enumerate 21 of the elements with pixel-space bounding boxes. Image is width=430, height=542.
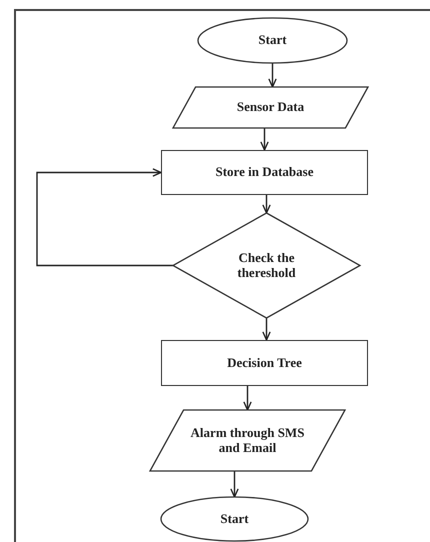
node-label: Check the thereshold	[236, 250, 297, 280]
arrow	[260, 128, 269, 151]
node-label: Decision Tree	[226, 356, 303, 370]
terminal-ellipse	[198, 18, 347, 63]
node-label: Alarm through SMS and Email	[190, 426, 306, 456]
arrow	[230, 471, 239, 498]
arrow	[262, 195, 271, 214]
data-parallelogram	[150, 410, 345, 471]
process-box	[161, 150, 368, 195]
arrow	[268, 63, 277, 88]
process-box	[161, 340, 368, 386]
node-label: Start	[257, 33, 288, 48]
arrow	[243, 386, 252, 411]
node-label: Store in Database	[214, 165, 314, 180]
arrow	[262, 318, 271, 341]
arrow	[36, 168, 173, 266]
data-parallelogram	[173, 87, 368, 128]
decision-diamond	[173, 213, 360, 318]
node-label: Sensor Data	[236, 100, 306, 115]
node-label: Start	[219, 512, 250, 526]
terminal-ellipse	[161, 497, 308, 541]
